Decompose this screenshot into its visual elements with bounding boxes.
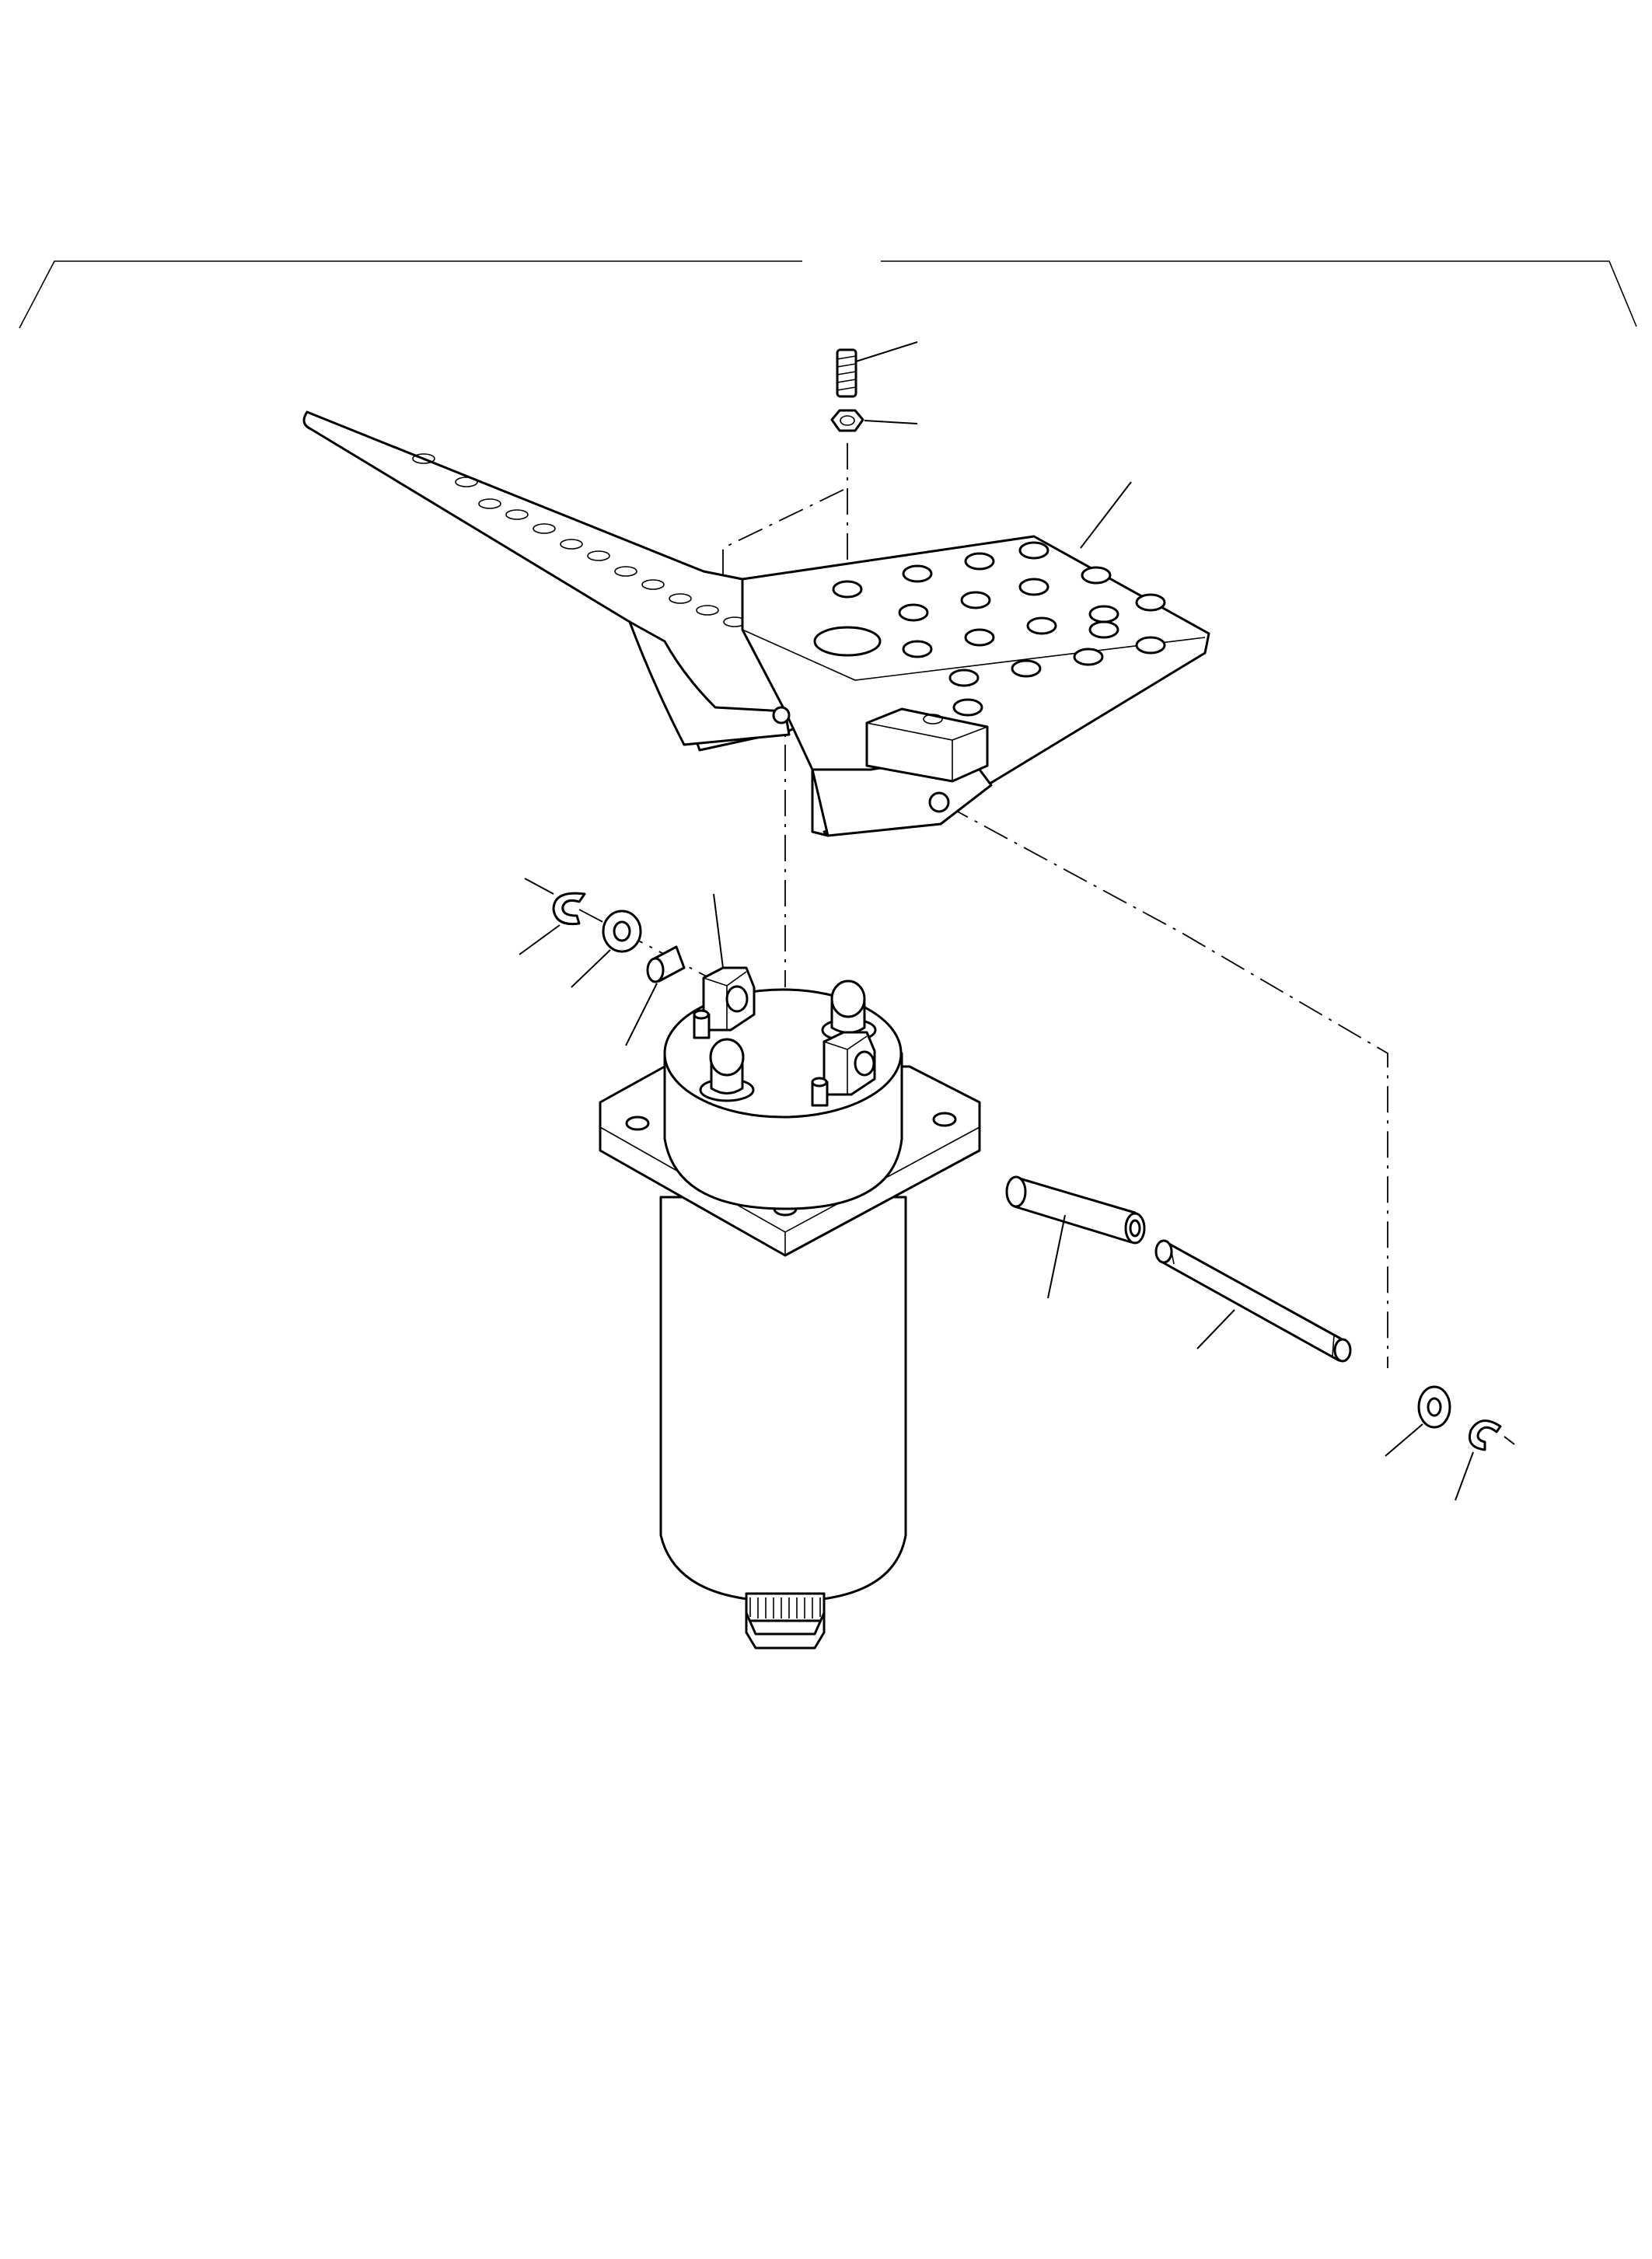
frame-border — [19, 260, 1637, 329]
foot-pedal — [302, 410, 1210, 837]
retaining-clip-left — [519, 878, 586, 955]
washer-left — [571, 910, 642, 988]
actuator-cylinder — [599, 893, 981, 1650]
sleeve-tube — [1005, 1175, 1146, 1299]
washer-right — [1385, 1385, 1451, 1457]
bushing-left — [625, 945, 686, 1046]
clevis-bracket-right — [811, 1031, 876, 1107]
set-screw — [836, 341, 918, 398]
arm-grip-pads — [412, 453, 746, 627]
clevis-bracket-left — [693, 893, 756, 1039]
pedal-grip-pads — [832, 541, 1166, 717]
pedal-hole — [813, 626, 882, 657]
plunger-front — [699, 1038, 755, 1102]
retaining-clip-right — [1455, 1419, 1515, 1501]
hex-nut — [830, 409, 918, 432]
pivot-pin — [1154, 1239, 1352, 1363]
